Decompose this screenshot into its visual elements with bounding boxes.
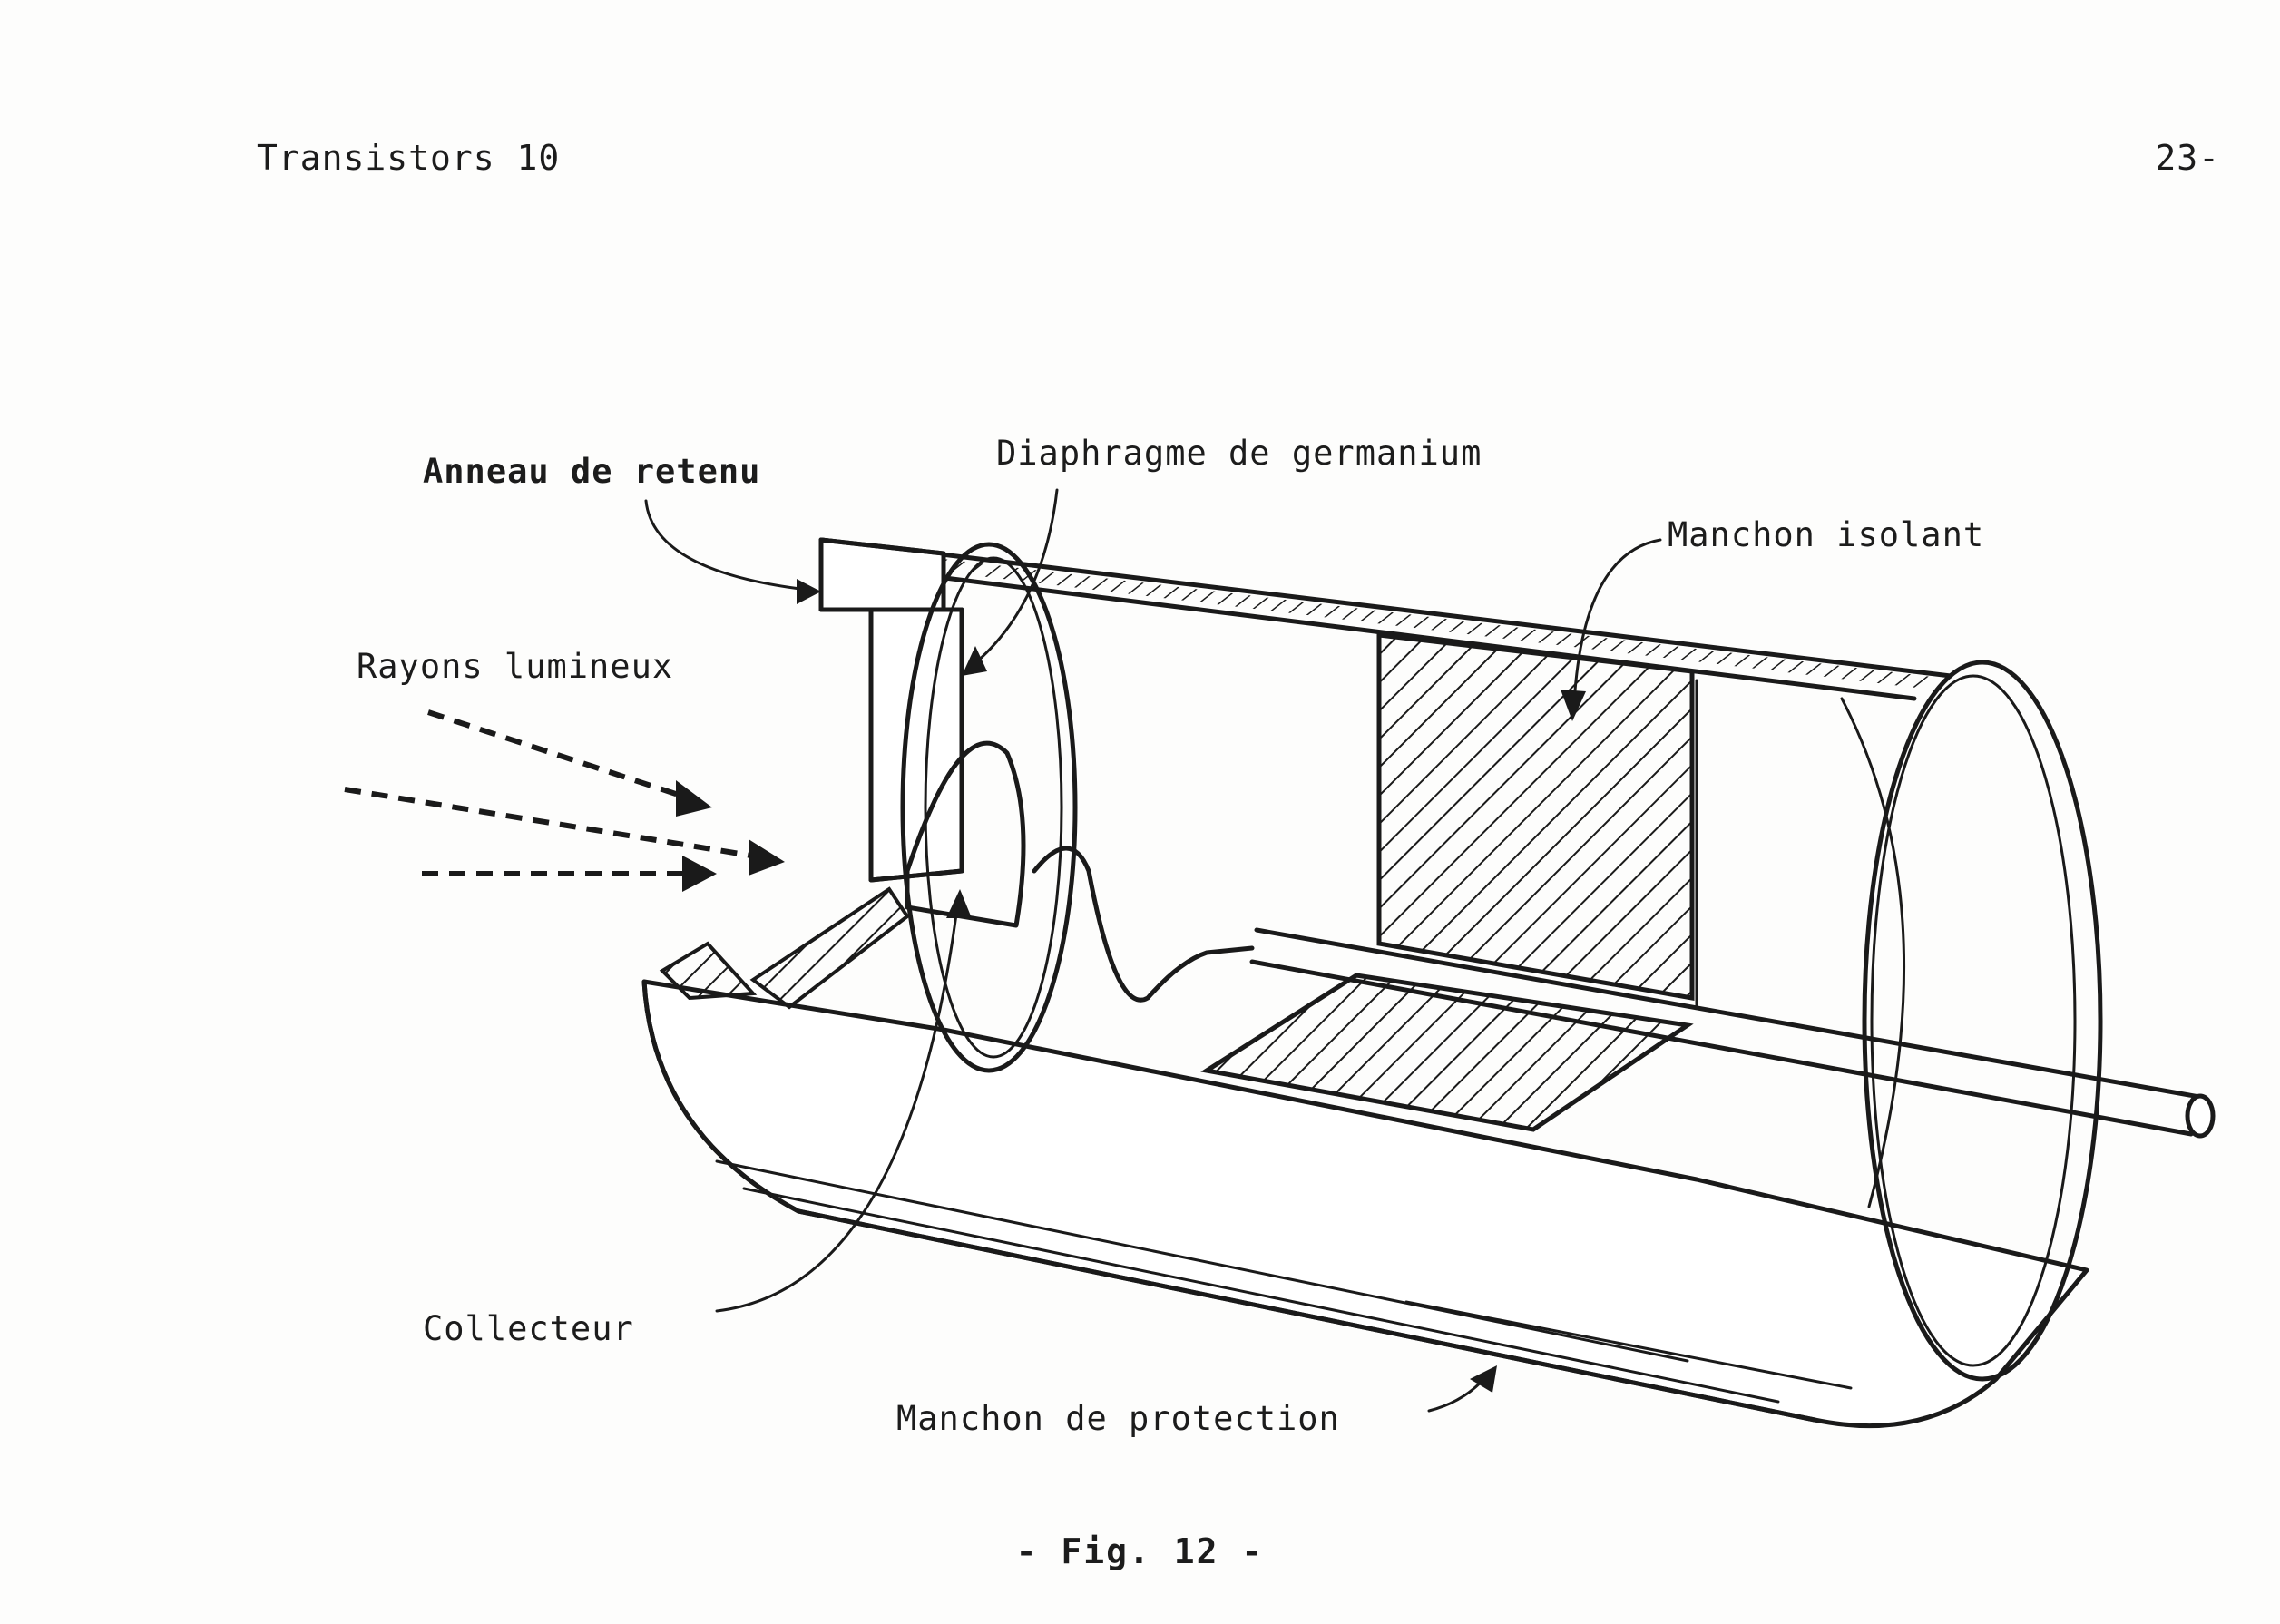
lower-seal [659, 886, 910, 1010]
label-light-rays: Rayons lumineux [357, 647, 674, 686]
outer-tube [818, 537, 2103, 1382]
collector-wire [1032, 846, 1255, 1003]
label-germanium-diaphragm: Diaphragme de germanium [996, 434, 1482, 473]
label-retaining-ring: Anneau de retenu [423, 452, 761, 491]
figure-caption: - Fig. 12 - [1015, 1531, 1265, 1571]
lead-rod [1249, 927, 2216, 1139]
header-title: Transistors 10 [257, 138, 561, 178]
label-insulating-sleeve: Manchon isolant [1668, 515, 1985, 554]
leader-lines [644, 488, 1662, 1413]
germanium-diaphragm [900, 542, 1078, 1073]
insulating-sleeve [1200, 632, 1695, 1132]
light-rays [344, 709, 785, 892]
label-collector: Collecteur [423, 1309, 634, 1348]
page-number: 23- [2155, 138, 2220, 178]
protection-sleeve [641, 979, 2089, 1429]
label-protection-sleeve: Manchon de protection [896, 1399, 1340, 1438]
